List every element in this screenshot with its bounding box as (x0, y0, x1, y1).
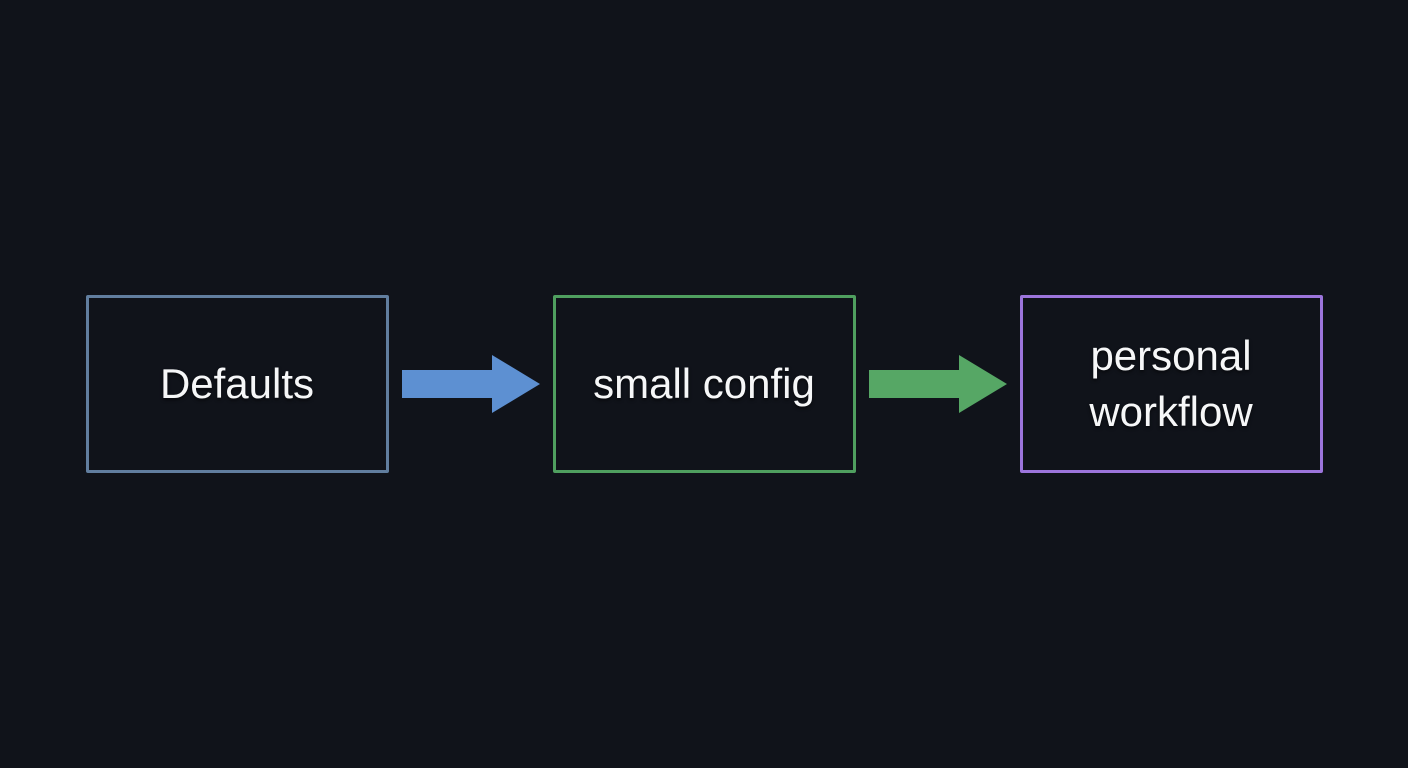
node-defaults: Defaults (85, 295, 389, 473)
node-small-config-label: small config (593, 360, 815, 408)
node-small-config: small config (552, 295, 856, 473)
node-personal-workflow-label: personal workflow (1089, 332, 1253, 435)
arrow-right-icon-green (868, 355, 1007, 413)
arrow-right-icon-blue (401, 355, 540, 413)
node-defaults-label: Defaults (159, 360, 315, 408)
node-personal-workflow: personal workflow (1019, 295, 1323, 473)
